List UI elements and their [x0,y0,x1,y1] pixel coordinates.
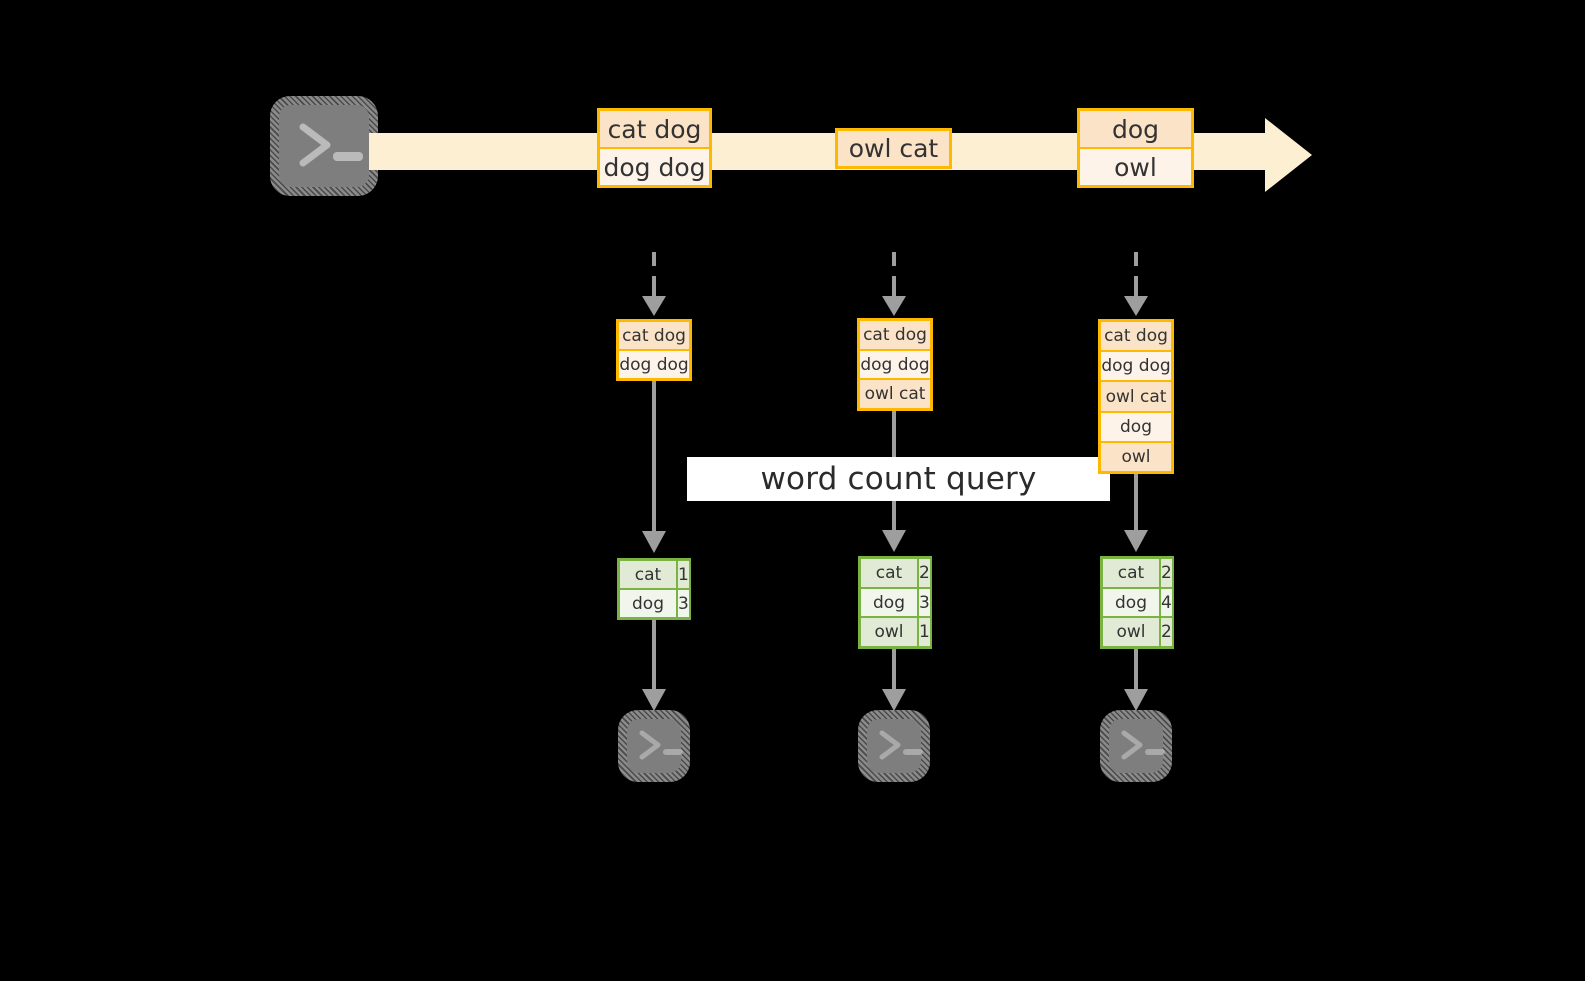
col2-result-to-sink-arrow [882,649,906,711]
source-terminal-icon [270,96,378,196]
col3-result-row-2-word: dog [1103,588,1161,617]
col2-result-row-2: dog 3 [861,588,930,619]
stream-batch-1-line-2: dog dog [600,149,709,185]
col1-input-line-2: dog dog [619,351,689,378]
col1-result-row-2: dog 3 [620,590,689,617]
stream-batch-3-line-2: owl [1080,149,1191,185]
col2-input-line-1: cat dog [860,321,930,351]
col1-sink-terminal-icon [618,710,690,782]
col2-result-row-2-count: 3 [919,588,930,617]
col1-result-row-2-word: dog [620,590,678,617]
col2-input-line-2: dog dog [860,350,930,381]
col2-result-row-1: cat 2 [861,559,930,589]
col3-result-row-1-count: 2 [1161,559,1172,587]
col2-input-table: cat dog dog dog owl cat [857,318,933,411]
col1-result-to-sink-arrow [642,620,666,711]
col1-result-row-1-count: 1 [678,561,689,588]
query-label: word count query [687,457,1110,501]
stream-batch-1-line-1: cat dog [600,111,709,149]
col3-input-line-2: dog dog [1101,352,1171,383]
col3-input-line-1: cat dog [1101,322,1171,353]
col1-result-row-2-count: 3 [678,590,689,617]
col3-result-row-2: dog 4 [1103,588,1172,619]
col3-input-to-result-arrow [1124,474,1148,552]
col1-input-table: cat dog dog dog [616,319,692,381]
col3-input-line-4: dog [1101,412,1171,443]
col2-result-row-1-word: cat [861,559,919,587]
col2-result-row-1-count: 2 [919,559,930,587]
stream-batch-1: cat dog dog dog [597,108,712,188]
col3-input-line-5: owl [1101,442,1171,472]
col3-result-row-3: owl 2 [1103,618,1172,647]
stream-batch-3: dog owl [1077,108,1194,188]
col2-result-row-3: owl 1 [861,618,930,647]
col3-result-row-1: cat 2 [1103,559,1172,589]
stream-batch-2-line-1: owl cat [838,131,949,166]
col3-input-table: cat dog dog dog owl cat dog owl [1098,319,1174,474]
col3-result-row-3-count: 2 [1161,618,1172,647]
col2-result-table: cat 2 dog 3 owl 1 [858,556,932,649]
stream-batch-2: owl cat [835,128,952,169]
col1-input-to-result-arrow [642,381,666,553]
terminal-prompt-glyph [1121,730,1165,760]
col2-result-row-3-word: owl [861,618,919,647]
col3-result-row-2-count: 4 [1161,588,1172,617]
col3-result-row-1-word: cat [1103,559,1161,587]
terminal-prompt-glyph [299,123,363,167]
col1-stream-to-input-arrow [642,252,666,316]
col1-result-row-1-word: cat [620,561,678,588]
col2-input-line-3: owl cat [860,380,930,409]
col2-stream-to-input-arrow [882,252,906,316]
col1-result-table: cat 1 dog 3 [617,558,691,620]
col2-result-row-3-count: 1 [919,618,930,647]
stream-batch-3-line-1: dog [1080,111,1191,149]
col3-result-table: cat 2 dog 4 owl 2 [1100,556,1174,649]
query-label-text: word count query [760,461,1037,497]
col3-sink-terminal-icon [1100,710,1172,782]
col2-result-row-2-word: dog [861,588,919,617]
col3-input-line-3: owl cat [1101,382,1171,413]
col3-result-to-sink-arrow [1124,649,1148,711]
col3-stream-to-input-arrow [1124,252,1148,316]
col3-result-row-3-word: owl [1103,618,1161,647]
terminal-prompt-glyph [879,730,923,760]
terminal-prompt-glyph [639,730,683,760]
col2-sink-terminal-icon [858,710,930,782]
col1-result-row-1: cat 1 [620,561,689,590]
col1-input-line-1: cat dog [619,322,689,351]
